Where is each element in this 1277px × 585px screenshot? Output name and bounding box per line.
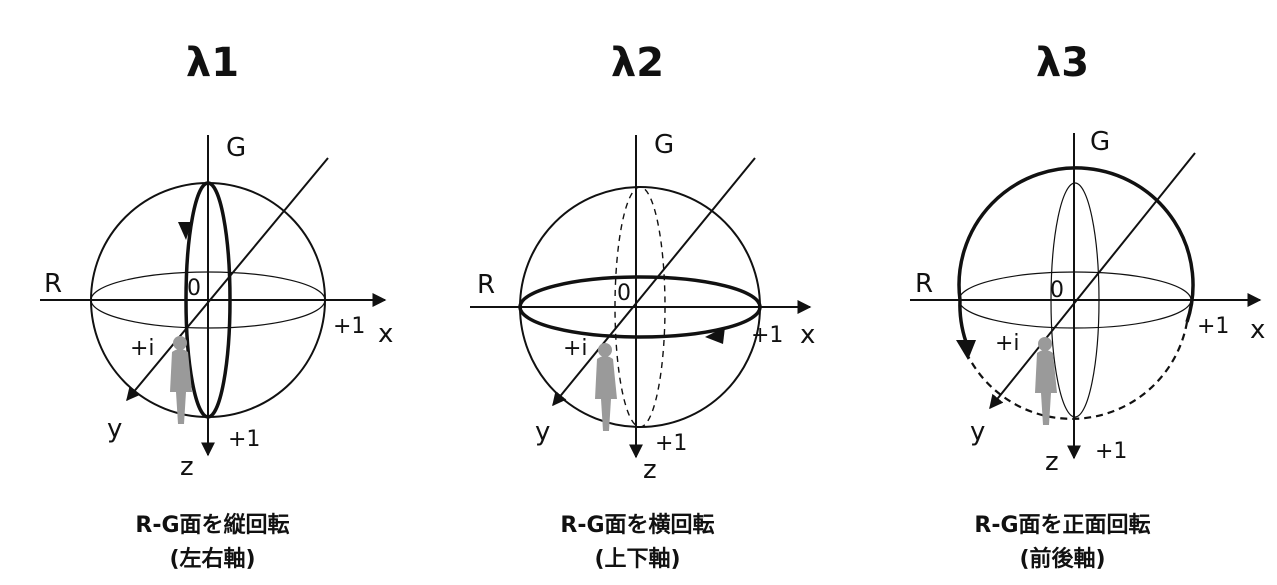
person-figure-icon: [1035, 337, 1057, 425]
caption-line2: (前後軸): [1019, 547, 1106, 572]
plus-i-label: +i: [563, 336, 588, 361]
z-plus-label: +1: [1095, 439, 1127, 464]
rotation-arrow-icon: [705, 327, 725, 344]
r-label: R: [915, 269, 933, 299]
person-figure-icon: [170, 336, 192, 424]
y-axis: [989, 152, 1196, 410]
panel-title: λ1: [185, 40, 240, 86]
sphere-diagram-lambda1: G R 0 x +1 +i y +1 z: [40, 133, 393, 482]
sphere-diagram-lambda3: G R 0 x +1 +i y +1 z: [910, 127, 1265, 477]
rotation-arrow-icon: [956, 340, 976, 360]
r-label: R: [44, 269, 62, 299]
caption-line2: (左右軸): [169, 547, 256, 572]
z-label: z: [643, 455, 657, 485]
r-label: R: [477, 270, 495, 300]
sphere-diagram-lambda2: G R 0 x +1 +i y +1 z: [470, 130, 815, 485]
panel-title: λ3: [1035, 40, 1090, 86]
caption-line1: R-G面を正面回転: [974, 513, 1151, 538]
g-label: G: [1090, 127, 1110, 157]
x-plus-label: +1: [751, 323, 783, 348]
x-label: x: [800, 320, 815, 350]
caption-line1: R-G面を縦回転: [135, 513, 290, 538]
panel-lambda3: G R 0 x +1 +i y +1 z λ3 R-G面を正面回転 (前後軸): [850, 0, 1275, 585]
y-label: y: [107, 414, 122, 444]
plus-i-label: +i: [130, 336, 155, 361]
origin-label: 0: [1050, 278, 1064, 303]
rotation-arc-solid: [957, 166, 1195, 323]
rotation-arc-left: [958, 299, 968, 343]
plus-i-label: +i: [995, 331, 1020, 356]
z-label: z: [1045, 447, 1059, 477]
y-label: y: [535, 417, 550, 447]
g-label: G: [654, 130, 674, 160]
z-plus-label: +1: [655, 431, 687, 456]
x-plus-label: +1: [333, 314, 365, 339]
y-label: y: [970, 417, 985, 447]
x-label: x: [378, 319, 393, 349]
rotation-arc-dashed: [961, 321, 1189, 420]
y-axis: [552, 157, 756, 407]
panel-title: λ2: [610, 40, 665, 86]
x-label: x: [1250, 315, 1265, 345]
panel-lambda1: G R 0 x +1 +i y +1 z λ1 R-G面を縦回転 (左右軸): [0, 0, 425, 585]
caption-line2: (上下軸): [594, 547, 681, 572]
rotation-arrow-icon: [178, 222, 192, 240]
origin-label: 0: [617, 281, 631, 306]
origin-label: 0: [187, 276, 201, 301]
caption-line1: R-G面を横回転: [560, 513, 715, 538]
person-figure-icon: [595, 343, 617, 431]
z-label: z: [180, 452, 194, 482]
g-label: G: [226, 133, 246, 163]
z-plus-label: +1: [228, 427, 260, 452]
panel-lambda2: G R 0 x +1 +i y +1 z λ2 R-G面を横回転 (上下軸): [425, 0, 850, 585]
x-plus-label: +1: [1197, 314, 1229, 339]
y-axis: [126, 157, 329, 402]
